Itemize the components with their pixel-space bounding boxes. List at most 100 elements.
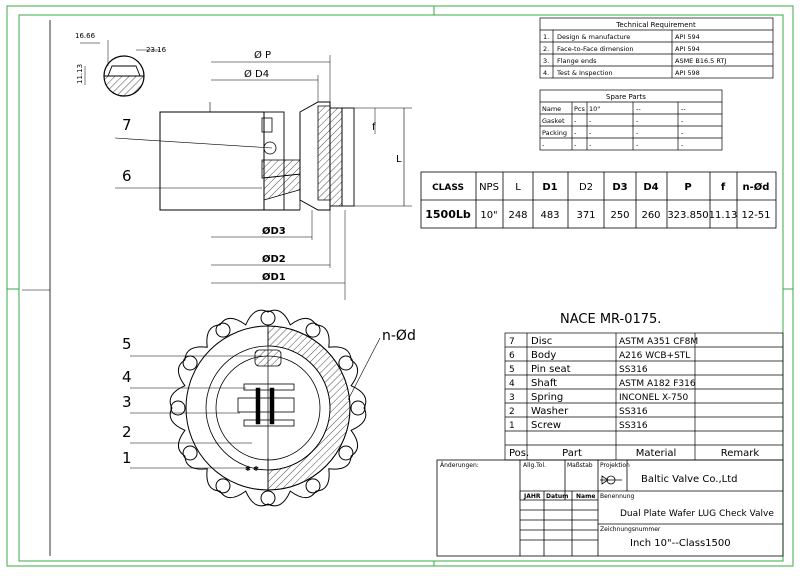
spare-cell: - xyxy=(574,141,577,149)
spare-title: Spare Parts xyxy=(606,93,646,101)
dim-header: CLASS xyxy=(432,183,464,193)
front-view xyxy=(130,309,381,507)
tech-row-standard: ASME B16.5 RTJ xyxy=(675,57,726,65)
tech-title: Technical Requirement xyxy=(615,21,696,29)
tb-allg-tol: Allg.Tol. xyxy=(523,462,546,469)
parts-name: Disc xyxy=(531,336,552,347)
bolt-hole xyxy=(350,400,366,416)
dim-value: 248 xyxy=(508,210,527,221)
bolt-hole xyxy=(170,400,186,416)
tech-row-no: 1. xyxy=(543,33,549,41)
dim-header: D4 xyxy=(643,182,658,193)
dim-header: P xyxy=(684,182,691,193)
parts-pos: 5 xyxy=(509,365,515,375)
spare-header: Name xyxy=(542,105,561,113)
spare-cell: - xyxy=(681,129,684,137)
dim-value: 260 xyxy=(641,210,660,221)
tech-row-item: Face-to-Face dimension xyxy=(557,45,633,53)
dim-header: D1 xyxy=(542,182,557,193)
parts-name: Washer xyxy=(531,406,569,417)
parts-name: Spring xyxy=(531,392,563,403)
parts-header-part: Part xyxy=(562,448,582,459)
spare-parts-table xyxy=(539,89,723,151)
technical-requirement-table xyxy=(539,17,774,79)
balloon-7: 7 xyxy=(122,116,132,134)
parts-pos: 1 xyxy=(509,421,515,431)
dim-value: 250 xyxy=(610,210,629,221)
dim-header: D3 xyxy=(612,182,627,193)
parts-pos: 4 xyxy=(509,379,515,389)
sheet-border xyxy=(6,5,794,567)
balloon-2: 2 xyxy=(122,423,132,441)
tb-benennung: Benennung xyxy=(600,493,635,500)
tb-drawing-title: Dual Plate Wafer LUG Check Valve xyxy=(620,509,774,519)
parts-material: ASTM A182 F316 xyxy=(619,379,696,389)
dim-value: 323.850 xyxy=(667,210,708,221)
dim-label-p: Ø P xyxy=(254,49,271,61)
spare-header: -- xyxy=(681,105,686,113)
spare-cell: - xyxy=(636,141,639,149)
bolt-hole xyxy=(182,445,198,461)
side-section-view xyxy=(114,55,412,300)
spare-cell: - xyxy=(574,129,577,137)
spare-cell: - xyxy=(681,141,684,149)
balloon-3: 3 xyxy=(122,393,132,411)
dimension-table xyxy=(420,171,777,229)
spare-cell: Packing xyxy=(542,129,567,137)
dim-header: L xyxy=(515,182,521,193)
dim-label-d1: ØD1 xyxy=(262,271,286,283)
parts-material: ASTM A351 CF8M xyxy=(619,337,698,347)
bolt-hole xyxy=(338,355,354,371)
dim-label-f: f xyxy=(372,122,376,133)
spare-header: Pcs xyxy=(574,105,585,113)
tb-company: Baltic Valve Co.,Ltd xyxy=(641,474,737,485)
parts-header-pos: Pos. xyxy=(509,448,529,459)
parts-name: Shaft xyxy=(531,378,557,389)
tech-row-standard: API 598 xyxy=(675,69,700,77)
tb-name: Name xyxy=(576,493,595,500)
tb-zeichnungsnummer: Zeichnungsnummer xyxy=(600,526,661,533)
parts-header-material: Material xyxy=(636,448,677,459)
detail-dim-16: 16.66 xyxy=(75,32,96,40)
dim-value: 12-51 xyxy=(741,210,770,221)
dim-value: 10" xyxy=(480,210,497,221)
lug-outline xyxy=(169,309,367,507)
detail-dim-11: 11.13 xyxy=(76,64,84,84)
dim-value: 11.13 xyxy=(709,210,738,221)
detail-ring-section: 16.66 23.16 11.13 xyxy=(75,32,167,97)
spare-header: 10" xyxy=(589,105,600,113)
bolt-hole xyxy=(182,355,198,371)
parts-header-remark: Remark xyxy=(721,448,760,459)
parts-material: SS316 xyxy=(619,421,648,431)
tb-drawing-number: Inch 10"--Class1500 xyxy=(630,538,731,549)
detail-dim-23: 23.16 xyxy=(146,46,167,54)
parts-name: Body xyxy=(531,350,556,361)
spare-cell: - xyxy=(589,129,592,137)
dim-header: n-Ød xyxy=(743,181,770,193)
dim-header: f xyxy=(721,182,726,193)
spare-header: -- xyxy=(636,105,641,113)
tech-row-item: Test & Inspection xyxy=(556,69,613,77)
bolt-hole xyxy=(338,445,354,461)
bolt-hole xyxy=(305,322,321,338)
parts-material: A216 WCB+STL xyxy=(619,351,690,361)
parts-material: SS316 xyxy=(619,365,648,375)
title-block xyxy=(436,459,784,557)
dim-header: NPS xyxy=(479,182,499,193)
bolt-hole xyxy=(215,478,231,494)
tech-row-no: 3. xyxy=(543,57,549,65)
spare-cell: - xyxy=(636,129,639,137)
balloon-5: 5 xyxy=(122,335,132,353)
spare-cell: - xyxy=(574,117,577,125)
parts-pos: 7 xyxy=(509,337,515,347)
bolt-hole xyxy=(305,478,321,494)
tb-jahr: JAHR xyxy=(523,493,541,500)
spare-cell: - xyxy=(589,141,592,149)
tb-datum: Datum xyxy=(546,493,568,500)
balloon-1: 1 xyxy=(122,449,132,467)
dim-label-d4: Ø D4 xyxy=(244,68,269,80)
tech-row-standard: API 594 xyxy=(675,33,700,41)
parts-material: SS316 xyxy=(619,407,648,417)
